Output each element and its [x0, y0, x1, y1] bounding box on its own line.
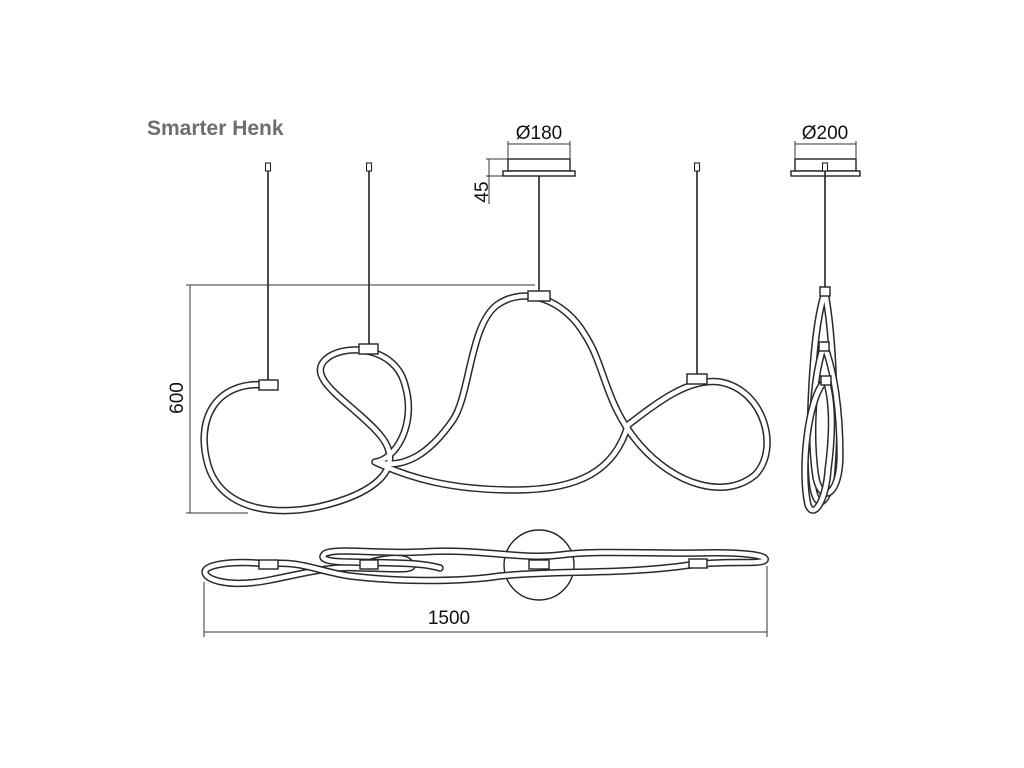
- front-canopy-diameter-dimension: Ø180: [507, 123, 571, 160]
- front-canopy-diameter-label: Ø180: [516, 123, 562, 144]
- height-label: 600: [167, 382, 188, 414]
- top-connectors: [258, 558, 708, 570]
- side-connectors: [818, 286, 832, 386]
- canopy-height-label: 45: [472, 181, 493, 202]
- side-canopy-diameter-label: Ø200: [802, 123, 848, 144]
- length-dimension: 1500: [203, 566, 768, 637]
- tube-connectors: [258, 290, 708, 391]
- length-label: 1500: [428, 608, 470, 629]
- suspension-hooks: [264, 162, 701, 172]
- side-canopy-diameter-dimension: Ø200: [794, 123, 857, 160]
- product-title: Smarter Henk: [147, 117, 284, 140]
- side-view: Ø200: [790, 123, 861, 514]
- canopy-height-dimension: 45: [472, 158, 508, 204]
- front-view: Ø180 45: [167, 123, 771, 515]
- front-canopy: [502, 158, 576, 177]
- suspension-wires: [267, 171, 698, 381]
- led-tube: [200, 292, 771, 515]
- top-led-tube: [201, 547, 769, 588]
- top-view: 1500: [201, 529, 769, 637]
- height-dimension: 600: [167, 284, 535, 514]
- side-hook: [821, 162, 829, 172]
- side-led-tube: [801, 288, 844, 514]
